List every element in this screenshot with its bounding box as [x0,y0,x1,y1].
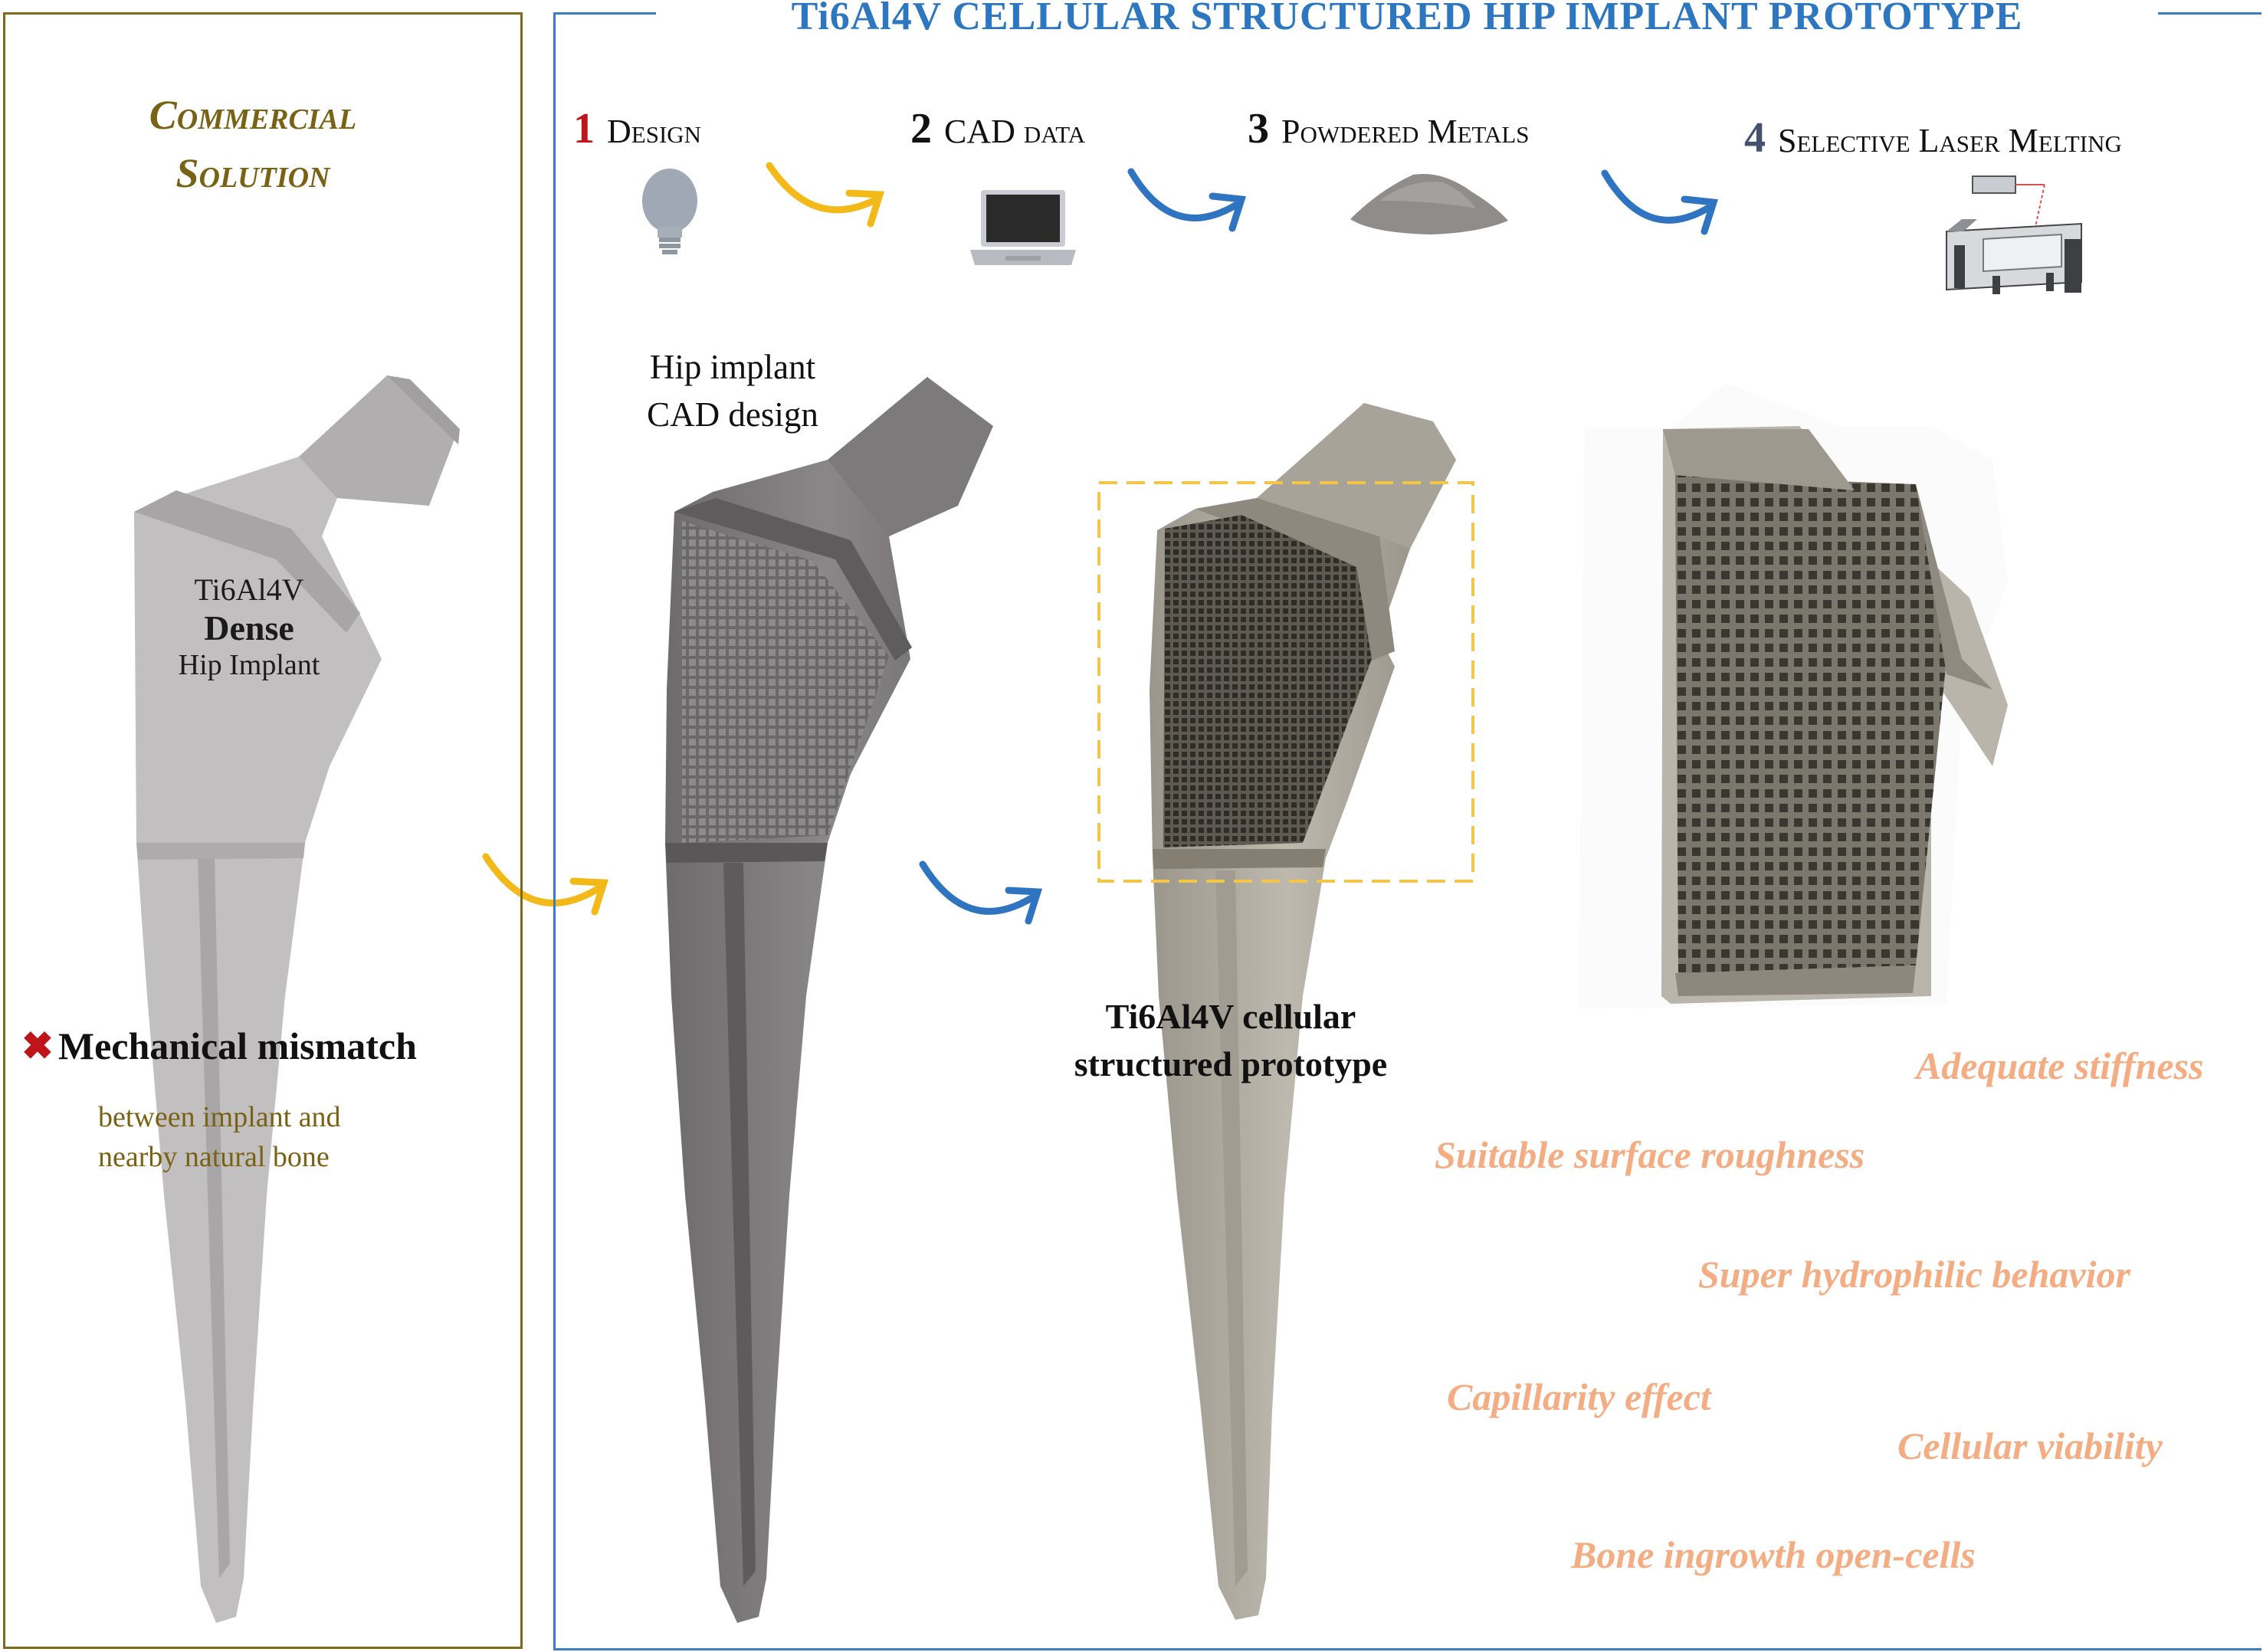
dense-implant-illustration [134,375,460,1623]
prototype-label-line2: structured prototype [1074,1044,1388,1083]
arrow-powder-to-slm [1601,169,1718,235]
step-label: CAD data [944,113,1086,150]
dense-material: Ti6Al4V [194,572,304,607]
main-title: Ti6Al4V CELLULAR STRUCTURED HIP IMPLANT … [656,0,2158,40]
property-cellular-viability: Cellular viability [1897,1424,2163,1467]
mismatch-text: Mechanical mismatch [57,1024,417,1067]
arrow-cad-to-prototype [919,860,1043,925]
prototype-label: Ti6Al4V cellular structured prototype [1031,993,1430,1088]
step-powdered-metals: 3 Powdered Metals [1248,104,1530,153]
powder-pile-icon [1350,173,1508,234]
prototype-label-line1: Ti6Al4V cellular [1105,997,1356,1036]
property-capillarity-effect: Capillarity effect [1447,1375,1711,1418]
mismatch-description-line1: between implant and [98,1101,341,1133]
prototype-panel [553,12,2261,1650]
step-number: 2 [910,105,932,152]
cad-implant-illustration [665,377,993,1623]
arrow-cad-to-powder [1127,168,1246,232]
laptop-icon [970,190,1076,265]
property-adequate-stiffness: Adequate stiffness [1916,1044,2204,1087]
arrow-commercial-to-cad [482,853,609,916]
commercial-solution-panel [3,12,523,1649]
step-label: Selective Laser Melting [1778,122,2122,159]
cad-label-line2: CAD design [647,395,818,434]
arrow-design-to-cad [766,162,885,228]
slm-machine-icon [1946,175,2082,294]
property-surface-roughness: Suitable surface roughness [1435,1133,1865,1176]
property-hydrophilic-behavior: Super hydrophilic behavior [1698,1253,2130,1296]
mismatch-description-line2: nearby natural bone [98,1141,330,1173]
zoom-view-illustration [1579,383,2008,1008]
step-number: 4 [1744,114,1766,162]
step-cad-data: 2 CAD data [910,104,1085,153]
mismatch-description: between implant and nearby natural bone [98,1097,389,1177]
lightbulb-icon [642,169,697,254]
step-selective-laser-melting: 4 Selective Laser Melting [1744,113,2122,162]
commercial-title-line1: Commercial [149,92,357,138]
step-design: 1 Design [573,104,701,153]
step-label: Powdered Metals [1281,113,1530,150]
commercial-title-line2: Solution [175,150,330,196]
step-label: Design [607,113,702,150]
property-bone-ingrowth: Bone ingrowth open-cells [1571,1533,1976,1576]
step-number: 1 [573,105,595,152]
dense-word: Dense [204,608,294,647]
cad-design-label: Hip implant CAD design [618,343,848,438]
printed-prototype-illustration [1150,403,1456,1620]
commercial-solution-title: Commercial Solution [92,86,414,202]
dense-implant-label: Ti6Al4V Dense Hip Implant [107,572,391,682]
cad-label-line1: Hip implant [649,348,816,386]
mechanical-mismatch-label: ✖Mechanical mismatch [21,1024,417,1068]
dense-implant-type: Hip Implant [178,649,320,681]
cross-icon: ✖ [21,1024,54,1067]
step-number: 3 [1248,105,1269,152]
